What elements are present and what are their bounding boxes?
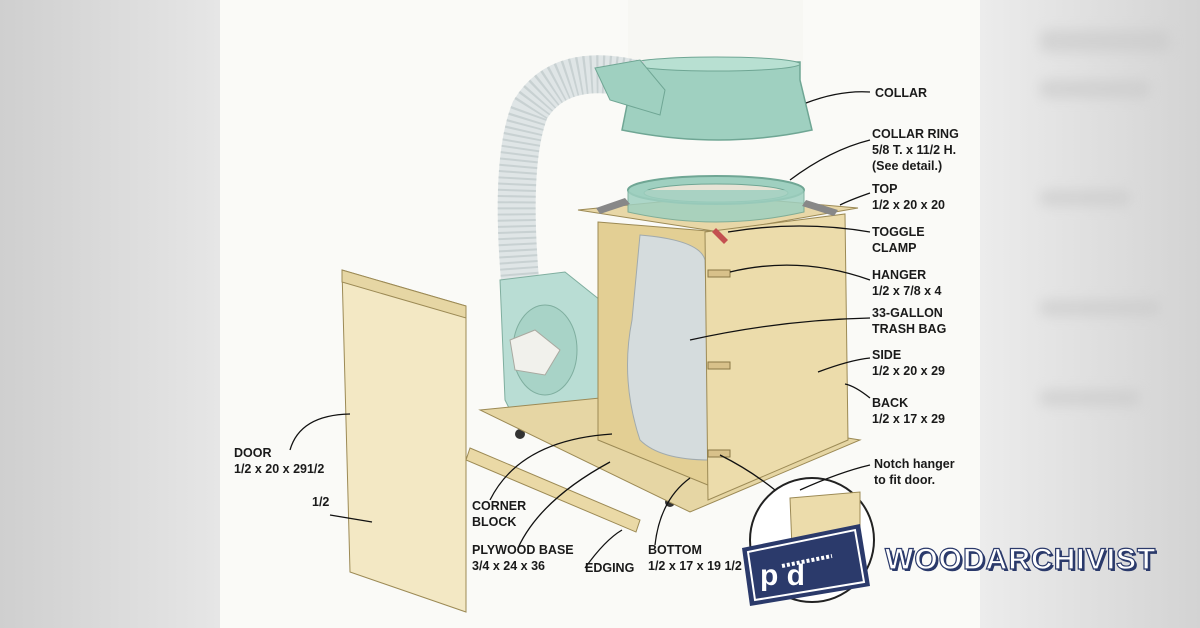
label-half: 1/2 [312, 495, 329, 509]
label-collar-ring-title: COLLAR RING [872, 127, 959, 141]
woodarchivist-logo-icon: p d [742, 524, 870, 606]
trash-bag [627, 234, 711, 461]
label-notch-1: Notch hanger [874, 457, 955, 471]
label-top-dims: 1/2 x 20 x 20 [872, 198, 945, 212]
label-bottom-dims: 1/2 x 17 x 19 1/2 [648, 559, 742, 573]
label-back-dims: 1/2 x 17 x 29 [872, 412, 945, 426]
door [341, 269, 467, 613]
label-collar: COLLAR [875, 86, 927, 100]
leader-lines [289, 91, 871, 569]
background-left [0, 0, 220, 628]
label-top-title: TOP [872, 182, 897, 196]
brand-name: WOODARCHIVIST [884, 542, 1157, 576]
label-hanger-title: HANGER [872, 268, 926, 282]
collar [621, 61, 813, 141]
label-clamp: CLAMP [872, 241, 916, 255]
label-door-dims: 1/2 x 20 x 291/2 [234, 462, 324, 476]
label-door-title: DOOR [234, 446, 272, 460]
label-plywood-base-dims: 3/4 x 24 x 36 [472, 559, 545, 573]
hanger [707, 269, 731, 278]
label-side-title: SIDE [872, 348, 901, 362]
label-back-title: BACK [872, 396, 908, 410]
label-collar-ring-dims: 5/8 T. x 11/2 H. [872, 143, 956, 157]
label-hanger-dims: 1/2 x 7/8 x 4 [872, 284, 942, 298]
side-panel [704, 213, 849, 501]
label-toggle: TOGGLE [872, 225, 925, 239]
edging [465, 447, 641, 533]
label-notch-2: to fit door. [874, 473, 935, 487]
toggle-clamp [596, 198, 630, 214]
label-plywood-base-title: PLYWOOD BASE [472, 543, 574, 557]
background-right [980, 0, 1200, 628]
label-trash-bag-2: TRASH BAG [872, 322, 946, 336]
label-side-dims: 1/2 x 20 x 29 [872, 364, 945, 378]
logo-letters: p d [760, 559, 805, 592]
label-block: BLOCK [472, 515, 516, 529]
label-edging: EDGING [585, 561, 634, 575]
label-trash-bag-1: 33-GALLON [872, 306, 943, 320]
label-corner: CORNER [472, 499, 526, 513]
label-bottom-title: BOTTOM [648, 543, 702, 557]
label-collar-ring-note: (See detail.) [872, 159, 942, 173]
